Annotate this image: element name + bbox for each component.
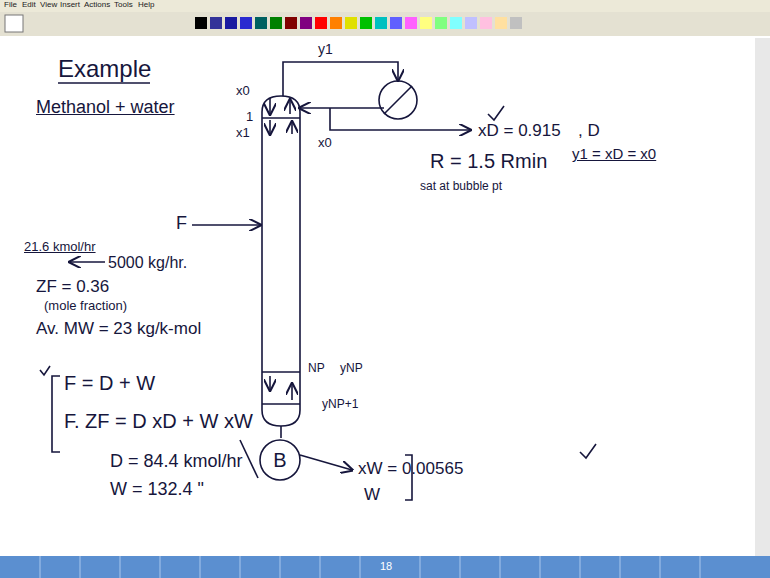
stream-label: x1: [236, 126, 250, 140]
tray-number: NP: [308, 362, 325, 375]
result-value: W = 132.4 ": [110, 480, 204, 500]
menu-item: Help: [138, 1, 154, 10]
menu-item: Edit: [22, 1, 36, 10]
pen-palette: [195, 17, 522, 29]
page-number: 18: [380, 560, 392, 572]
stream-label: x0: [236, 84, 250, 98]
page-bar: [0, 556, 770, 578]
reflux-ratio: R = 1.5 Rmin: [430, 150, 547, 172]
stream-label: y1: [318, 42, 333, 57]
condenser-relation: y1 = xD = x0: [572, 146, 656, 163]
distillate-label: , D: [578, 122, 600, 141]
reboiler-circle: B: [258, 438, 302, 482]
menu-item: File: [4, 1, 17, 10]
slide-title: Example: [58, 56, 151, 82]
composition-note: (mole fraction): [44, 299, 127, 313]
distillate-composition: xD = 0.915: [478, 122, 561, 141]
tool-bar: [0, 12, 770, 36]
reflux-note: sat at bubble pt: [420, 180, 502, 193]
menu-item: View: [40, 1, 57, 10]
molecular-weight: Av. MW = 23 kg/k-mol: [36, 320, 201, 339]
stream-label: x0: [318, 136, 332, 150]
stream-label: yNP+1: [322, 398, 358, 411]
result-value: D = 84.4 kmol/hr: [110, 452, 243, 472]
menu-item: Insert: [60, 1, 80, 10]
tray-number: 1: [246, 110, 253, 124]
menu-bar: [0, 0, 770, 12]
feed-label: F: [176, 214, 187, 234]
bottoms-composition: xW = 0.00565: [358, 460, 463, 479]
scroll-bar: [755, 38, 770, 556]
stream-label: yNP: [340, 362, 363, 375]
menu-item: Tools: [114, 1, 133, 10]
feed-mass-rate: 5000 kg/hr.: [108, 254, 187, 272]
feed-molar-rate: 21.6 kmol/hr: [24, 240, 96, 254]
column-sketch: [40, 62, 596, 500]
menu-item: Actions: [84, 1, 110, 10]
bottoms-label: W: [364, 486, 380, 505]
balance-equation: F = D + W: [64, 372, 155, 394]
feed-composition: ZF = 0.36: [36, 278, 109, 297]
mixture-name: Methanol + water: [36, 98, 175, 118]
balance-equation: F. ZF = D xD + W xW: [64, 410, 253, 432]
reboiler-label: B: [258, 449, 302, 472]
